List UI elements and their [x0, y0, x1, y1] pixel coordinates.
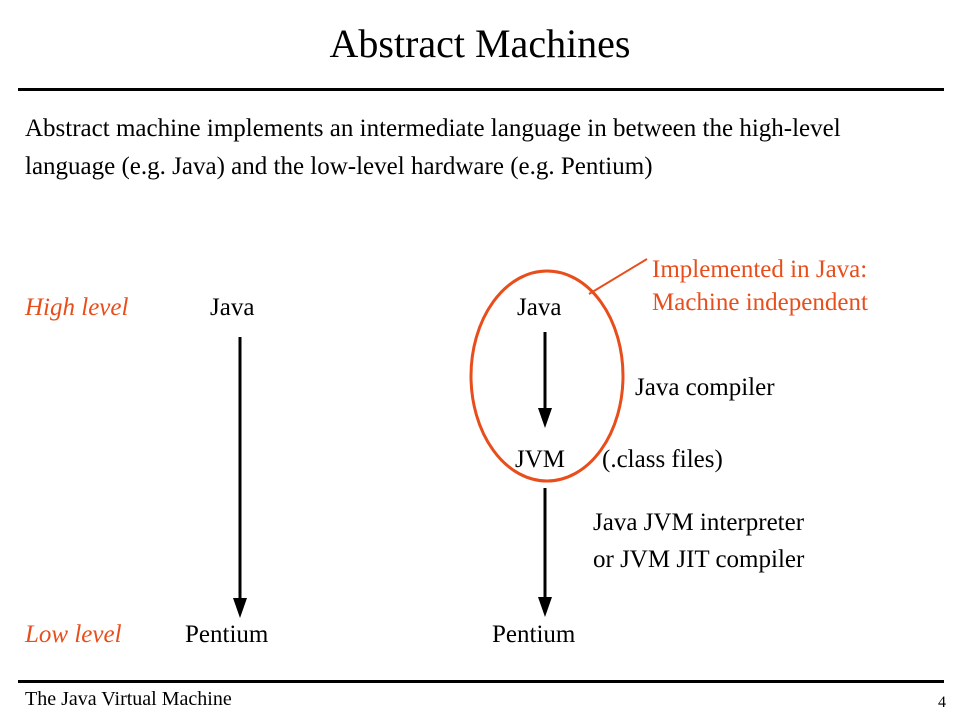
page-number: 4	[938, 694, 946, 711]
slide-title: Abstract Machines	[329, 21, 631, 66]
left-java-label: Java	[210, 294, 255, 321]
right-java-label: Java	[517, 294, 562, 321]
class-files-label: (.class files)	[602, 446, 723, 473]
callout-line-1: Implemented in Java:	[652, 256, 868, 283]
callout-line-2: Machine independent	[652, 289, 868, 316]
interpreter-label-line-2: or JVM JIT compiler	[593, 546, 805, 573]
footer-text: The Java Virtual Machine	[25, 688, 232, 710]
highlight-ellipse	[469, 269, 625, 483]
interpreter-arrow-head	[538, 597, 552, 617]
callout-leader-line	[588, 258, 648, 295]
right-pentium-label: Pentium	[492, 621, 576, 648]
left-arrow-head	[233, 598, 247, 618]
jvm-label: JVM	[515, 446, 566, 473]
footer-divider	[18, 680, 944, 683]
intro-paragraph: Abstract machine implements an intermedi…	[25, 115, 841, 180]
left-pentium-label: Pentium	[185, 621, 269, 648]
java-compiler-label: Java compiler	[635, 374, 775, 401]
title-divider	[18, 88, 944, 91]
low-level-label: Low level	[25, 621, 122, 648]
high-level-label: High level	[25, 294, 129, 321]
compiler-arrow-head	[538, 408, 552, 428]
interpreter-label-line-1: Java JVM interpreter	[593, 509, 805, 536]
